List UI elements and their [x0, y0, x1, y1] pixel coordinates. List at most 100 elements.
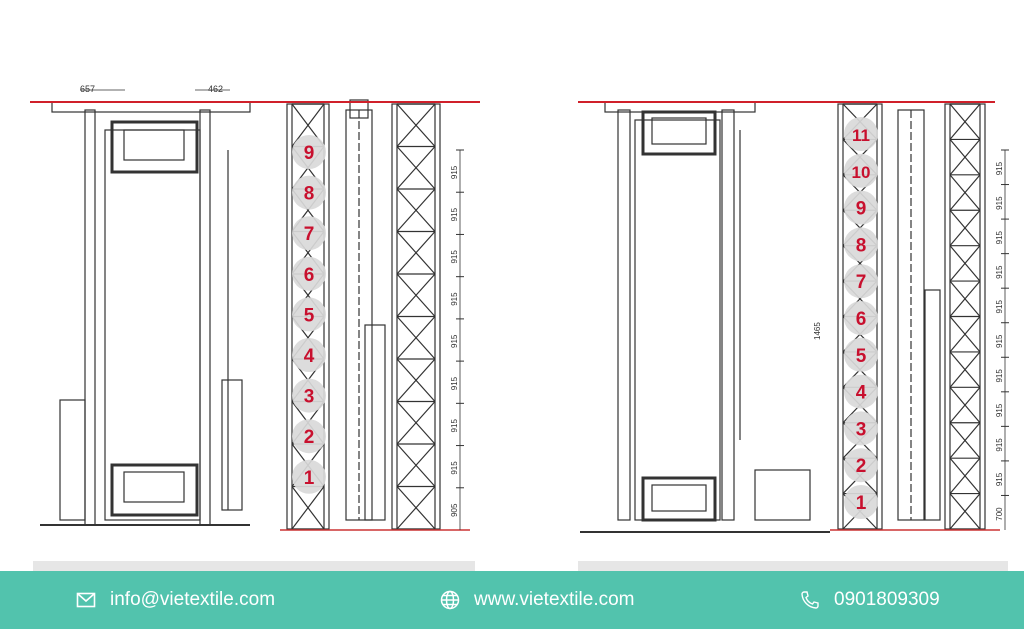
caption-left	[33, 561, 475, 573]
rack-brace	[949, 422, 981, 459]
level-bubble	[292, 378, 326, 413]
level-label: 5	[304, 305, 315, 326]
level-label: 5	[856, 346, 867, 367]
level-dimension: 915	[450, 376, 459, 390]
level-dimension: 915	[995, 403, 1004, 417]
level-bubble	[292, 297, 326, 332]
level-label: 2	[856, 456, 867, 477]
level-dimension: 915	[450, 207, 459, 221]
storage-system-drawing: 657 462 1465 9 8 7 6 5 4 3 2 1 11 10 9 8 7 6 5 4 3 2 1 915…	[30, 84, 1009, 533]
level-bubble	[292, 256, 326, 291]
level-bubble	[292, 419, 326, 454]
email-link[interactable]: info@vietextile.com	[110, 589, 276, 610]
rack-brace	[949, 280, 981, 317]
rack-brace	[396, 401, 436, 445]
level-dimension: 700	[995, 507, 1004, 521]
level-label: 4	[856, 383, 867, 404]
level-dimension: 915	[450, 419, 459, 433]
rack-brace	[396, 316, 436, 360]
footer-website[interactable]: www.vietextile.com	[440, 589, 635, 611]
height-dimension: 1465	[813, 322, 822, 340]
mail-icon	[76, 592, 96, 608]
level-label: 7	[304, 224, 315, 245]
level-dimension: 915	[450, 165, 459, 179]
level-label: 9	[304, 143, 315, 164]
rack-brace	[291, 103, 325, 147]
level-dimension: 915	[995, 472, 1004, 486]
level-bubble	[292, 216, 326, 251]
level-bubble	[844, 485, 878, 519]
level-label: 6	[304, 265, 315, 286]
level-dimension: 915	[995, 369, 1004, 383]
level-dimension: 915	[995, 196, 1004, 210]
top-dimension: 462	[208, 84, 223, 94]
level-label: 1	[856, 493, 867, 514]
level-dimension: 915	[450, 334, 459, 348]
level-dimension: 915	[995, 230, 1004, 244]
rack-brace	[949, 139, 981, 176]
level-bubble	[292, 175, 326, 210]
caption-right	[578, 561, 1008, 573]
rack-brace	[396, 231, 436, 275]
level-label: 8	[856, 235, 867, 256]
rack-brace	[949, 209, 981, 247]
level-label: 11	[852, 126, 870, 145]
level-bubble	[844, 337, 878, 372]
rack-brace	[291, 486, 325, 530]
footer-email[interactable]: info@vietextile.com	[76, 589, 275, 611]
rack-brace	[949, 386, 981, 424]
contact-footer: info@vietextile.com www.vietextile.com 0…	[0, 571, 1024, 629]
level-label: 6	[856, 309, 867, 330]
rack-brace	[949, 174, 981, 211]
rack-brace	[396, 443, 436, 487]
level-bubble	[292, 135, 326, 169]
level-bubble	[292, 338, 326, 372]
level-label: 3	[856, 419, 867, 440]
footer-phone[interactable]: 0901809309	[800, 589, 940, 611]
level-label: 2	[304, 427, 315, 448]
rack-brace	[396, 486, 436, 530]
level-bubble	[844, 448, 878, 483]
rack-brace	[949, 316, 981, 353]
level-label: 8	[304, 184, 315, 205]
level-dimension: 915	[995, 161, 1004, 175]
globe-icon	[440, 590, 460, 610]
level-bubble	[844, 411, 878, 446]
level-label: 9	[856, 199, 867, 220]
level-label: 1	[304, 468, 315, 489]
level-dimension: 915	[995, 334, 1004, 348]
rack-brace	[949, 457, 981, 494]
level-bubble	[844, 190, 878, 225]
top-dimension: 657	[80, 84, 95, 94]
level-bubble	[844, 153, 878, 188]
level-bubble	[292, 459, 326, 494]
level-bubble	[844, 117, 878, 151]
rack-brace	[396, 103, 436, 147]
rack-brace	[949, 351, 981, 388]
level-label: 10	[852, 163, 871, 182]
rack-brace	[396, 273, 436, 317]
level-bubble	[844, 374, 878, 409]
level-dimension: 915	[450, 250, 459, 264]
rack-brace	[396, 188, 436, 232]
website-link[interactable]: www.vietextile.com	[474, 589, 635, 610]
rack-brace	[949, 493, 981, 530]
rack-brace	[949, 103, 981, 140]
level-dimension: 915	[450, 292, 459, 306]
level-label: 7	[856, 272, 867, 293]
level-bubble	[844, 264, 878, 299]
phone-link[interactable]: 0901809309	[834, 589, 940, 610]
rack-brace	[396, 146, 436, 190]
level-dimension: 905	[450, 503, 459, 517]
level-dimension: 915	[995, 265, 1004, 279]
level-label: 4	[304, 346, 315, 367]
phone-icon	[801, 591, 819, 609]
level-bubble	[844, 301, 878, 335]
level-dimension: 915	[995, 438, 1004, 452]
rack-brace	[396, 358, 436, 402]
rack-brace	[949, 245, 981, 282]
level-dimension: 915	[450, 461, 459, 475]
level-dimension: 915	[995, 300, 1004, 314]
level-bubble	[844, 227, 878, 262]
level-label: 3	[304, 387, 315, 408]
